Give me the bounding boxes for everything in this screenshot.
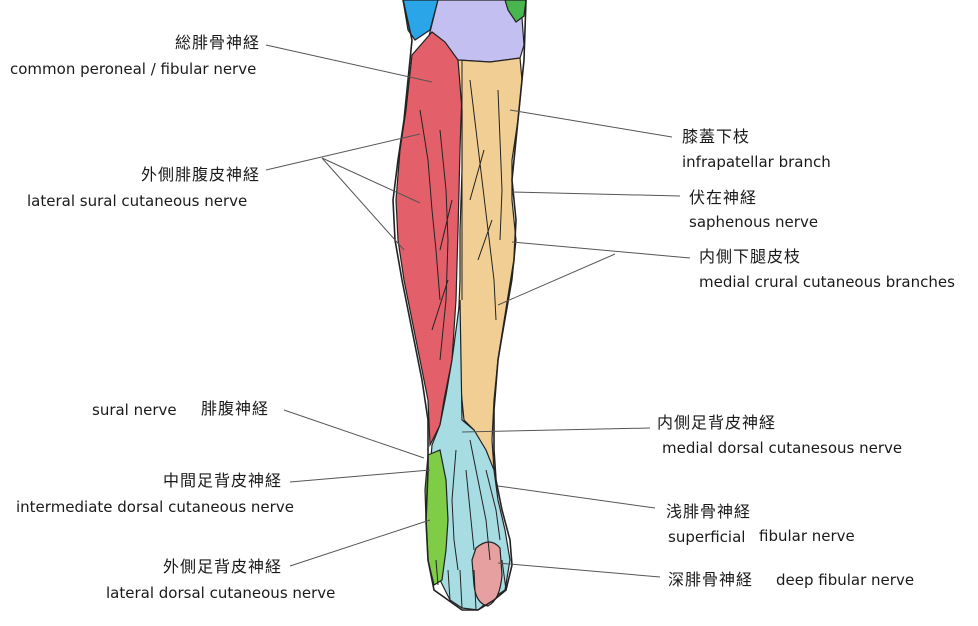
label-lateral-dorsal-ja: 外側足背皮神経 <box>162 557 282 576</box>
label-intermediate-dorsal-ja: 中間足背皮神経 <box>162 471 282 490</box>
leader-lateral-sural-3 <box>321 157 405 251</box>
label-medial-crural-ja: 内側下腿皮枝 <box>699 247 802 266</box>
leader-common-peroneal <box>265 44 433 83</box>
label-medial-dorsal-en: medial dorsal cutanesous nerve <box>662 439 903 457</box>
region-thigh-lateral <box>402 0 439 41</box>
leader-intermediate-dorsal <box>289 469 431 483</box>
leader-lines <box>265 44 691 578</box>
leader-superficial-fibular <box>497 485 656 509</box>
label-saphenous-en: saphenous nerve <box>689 213 819 231</box>
leader-lateral-sural-1 <box>265 133 421 171</box>
leader-sural <box>283 409 425 459</box>
leader-lateral-sural-2 <box>321 157 421 204</box>
leader-medial-dorsal <box>461 427 651 433</box>
nerve-branches <box>419 60 503 571</box>
leader-lateral-dorsal <box>289 519 431 567</box>
label-intermediate-dorsal-en: intermediate dorsal cutaneous nerve <box>16 498 294 516</box>
leader-infrapatellar <box>509 109 673 138</box>
label-lateral-sural-ja: 外側腓腹皮神経 <box>140 165 260 184</box>
leader-medial-crural-1 <box>511 241 691 259</box>
label-superficial-fibular-en1: superficial <box>668 528 746 546</box>
label-saphenous-ja: 伏在神経 <box>689 188 758 207</box>
region-saphenous <box>457 57 523 471</box>
label-superficial-fibular-en2: fibular nerve <box>759 527 855 545</box>
label-sural-en: sural nerve <box>92 401 177 419</box>
toe-lines <box>435 559 507 611</box>
label-superficial-fibular-ja: 浅腓骨神経 <box>666 502 752 521</box>
label-lateral-sural-en: lateral sural cutaneous nerve <box>27 192 248 210</box>
label-medial-crural-en: medial crural cutaneous branches <box>699 273 955 291</box>
label-deep-fibular-ja: 深腓骨神経 <box>668 570 754 589</box>
label-infrapatellar-en: infrapatellar branch <box>682 153 831 171</box>
leader-medial-crural-2 <box>497 253 616 306</box>
label-medial-dorsal-ja: 内側足背皮神経 <box>657 413 777 432</box>
label-deep-fibular-en: deep fibular nerve <box>776 571 915 589</box>
label-infrapatellar-ja: 膝蓋下枝 <box>682 127 751 146</box>
label-sural-ja: 腓腹神経 <box>201 399 270 418</box>
label-common-peroneal-ja: 総腓骨神経 <box>174 33 260 52</box>
label-lateral-dorsal-en: lateral dorsal cutaneous nerve <box>106 584 336 602</box>
region-thigh-medial <box>504 0 527 23</box>
label-common-peroneal-en: common peroneal / fibular nerve <box>10 60 257 78</box>
leg-outline <box>392 0 527 611</box>
leader-saphenous <box>511 191 681 197</box>
leader-deep-fibular <box>497 562 661 578</box>
